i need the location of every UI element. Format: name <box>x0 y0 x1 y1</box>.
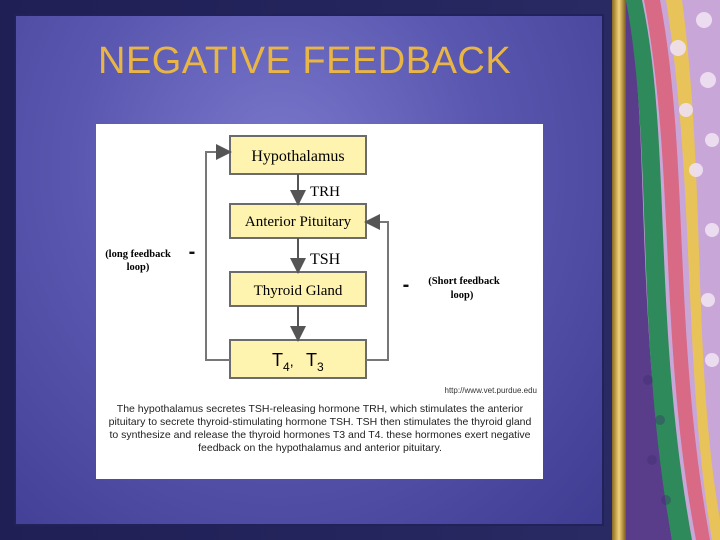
trh-label: TRH <box>310 184 340 200</box>
short-feedback-loop <box>364 214 389 361</box>
figure-caption: The hypothalamus secretes TSH-releasing … <box>108 403 532 454</box>
decorative-border <box>612 0 720 540</box>
short-loop-label-line1: (Short feedback <box>428 276 500 287</box>
slide-title: NEGATIVE FEEDBACK <box>98 40 512 82</box>
t3-label: T3 <box>306 350 324 374</box>
long-feedback-loop <box>205 144 232 361</box>
short-loop-minus-badge <box>397 276 415 294</box>
short-loop-minus-sign: - <box>403 274 410 296</box>
long-loop-minus-badge <box>183 243 201 261</box>
thyroid-hormones-box <box>229 339 367 379</box>
short-loop-label-line2: loop) <box>451 290 474 301</box>
source-url: http://www.vet.purdue.edu <box>444 386 538 395</box>
t4-label: T4, <box>272 350 294 374</box>
long-loop-minus-sign: - <box>189 241 196 263</box>
tsh-label: TSH <box>310 251 341 268</box>
feedback-diagram-figure: Hypothalamus Anterior Pituitary Thyroid … <box>96 124 543 479</box>
thyroid-gland-label: Thyroid Gland <box>254 283 343 299</box>
long-loop-label-line2: loop) <box>127 262 150 273</box>
hypothalamus-label: Hypothalamus <box>251 148 344 165</box>
anterior-pituitary-label: Anterior Pituitary <box>245 214 352 230</box>
feedback-diagram: Hypothalamus Anterior Pituitary Thyroid … <box>105 135 500 379</box>
long-loop-label-line1: (long feedback <box>105 249 171 260</box>
